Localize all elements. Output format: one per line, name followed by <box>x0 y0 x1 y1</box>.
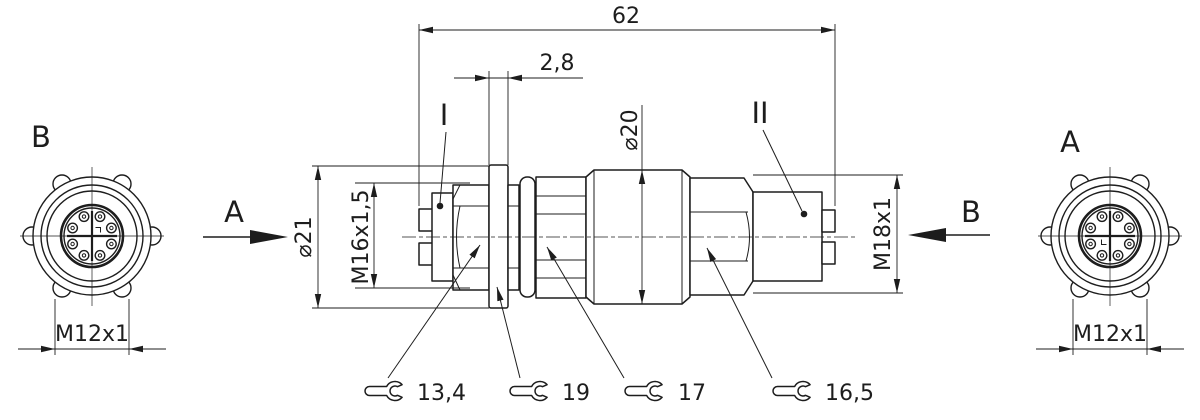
dim-dia20-text: ⌀20 <box>618 109 643 150</box>
dimension-dia21: ⌀21 <box>292 165 489 309</box>
dimension-flange-2-8: 2,8 <box>454 51 583 165</box>
dim-2-8-text: 2,8 <box>540 51 575 76</box>
dim-m16-text: M16x1,5 <box>349 190 374 285</box>
contact-pins <box>67 211 117 261</box>
dimension-m12-left: M12x1 <box>18 299 166 355</box>
leader-dot-ii <box>800 210 808 218</box>
section-marker-ii: II <box>751 96 808 218</box>
face-view-b: B <box>18 120 166 355</box>
side-view <box>402 164 856 309</box>
m18-thread-block <box>752 191 823 282</box>
dim-m18-text: M18x1 <box>871 197 896 271</box>
dimension-dia20: ⌀20 <box>618 105 646 304</box>
wrench-icon <box>772 380 811 402</box>
mounting-flange <box>488 164 509 309</box>
wrench-icon <box>364 380 403 402</box>
marker-ii-text: II <box>751 96 768 130</box>
wrench-icon <box>509 380 548 402</box>
m12-right-text: M12x1 <box>1073 322 1147 347</box>
contact-pins <box>1085 211 1135 261</box>
dimension-m16: M16x1,5 <box>349 182 470 289</box>
m12-left-text: M12x1 <box>55 322 129 347</box>
arrow-left-icon <box>908 228 946 242</box>
dim-62-text: 62 <box>612 4 640 29</box>
wrench-size-1: 13,4 <box>417 381 466 406</box>
leader-dot-i <box>436 202 444 210</box>
dimension-m12-right: M12x1 <box>1036 299 1184 355</box>
view-arrow-a: A <box>203 195 288 244</box>
wrench-icon <box>624 380 663 402</box>
view-arrow-a-text: A <box>224 195 244 229</box>
collar <box>507 184 520 291</box>
knurled-coupling-nut <box>535 176 587 299</box>
face-view-a-label: A <box>1060 125 1080 159</box>
wrench-callouts: 13,4 19 17 16,5 <box>364 244 874 406</box>
view-arrow-b-text: B <box>961 195 981 229</box>
wrench-size-3: 17 <box>678 381 706 406</box>
face-view-a: A <box>1036 125 1184 355</box>
left-contact-tab-top <box>418 208 434 232</box>
arrow-right-icon <box>250 230 288 244</box>
connector-face-a <box>1038 167 1182 306</box>
dimension-m18: M18x1 <box>753 174 903 294</box>
wrench-size-4: 16,5 <box>825 381 874 406</box>
dim-dia21-text: ⌀21 <box>292 216 317 257</box>
right-contact-tab-bottom <box>821 241 836 265</box>
right-contact-tab-top <box>821 209 836 233</box>
left-hex-nut <box>452 184 490 291</box>
connector-face-b <box>20 167 164 306</box>
view-arrow-b: B <box>908 195 990 242</box>
marker-i-text: I <box>440 98 449 132</box>
dimension-overall-62: 62 <box>418 4 836 206</box>
face-view-b-label: B <box>31 120 51 154</box>
wrench-size-2: 19 <box>562 381 590 406</box>
section-marker-i: I <box>436 98 449 210</box>
left-contact-tab-bottom <box>418 242 434 266</box>
